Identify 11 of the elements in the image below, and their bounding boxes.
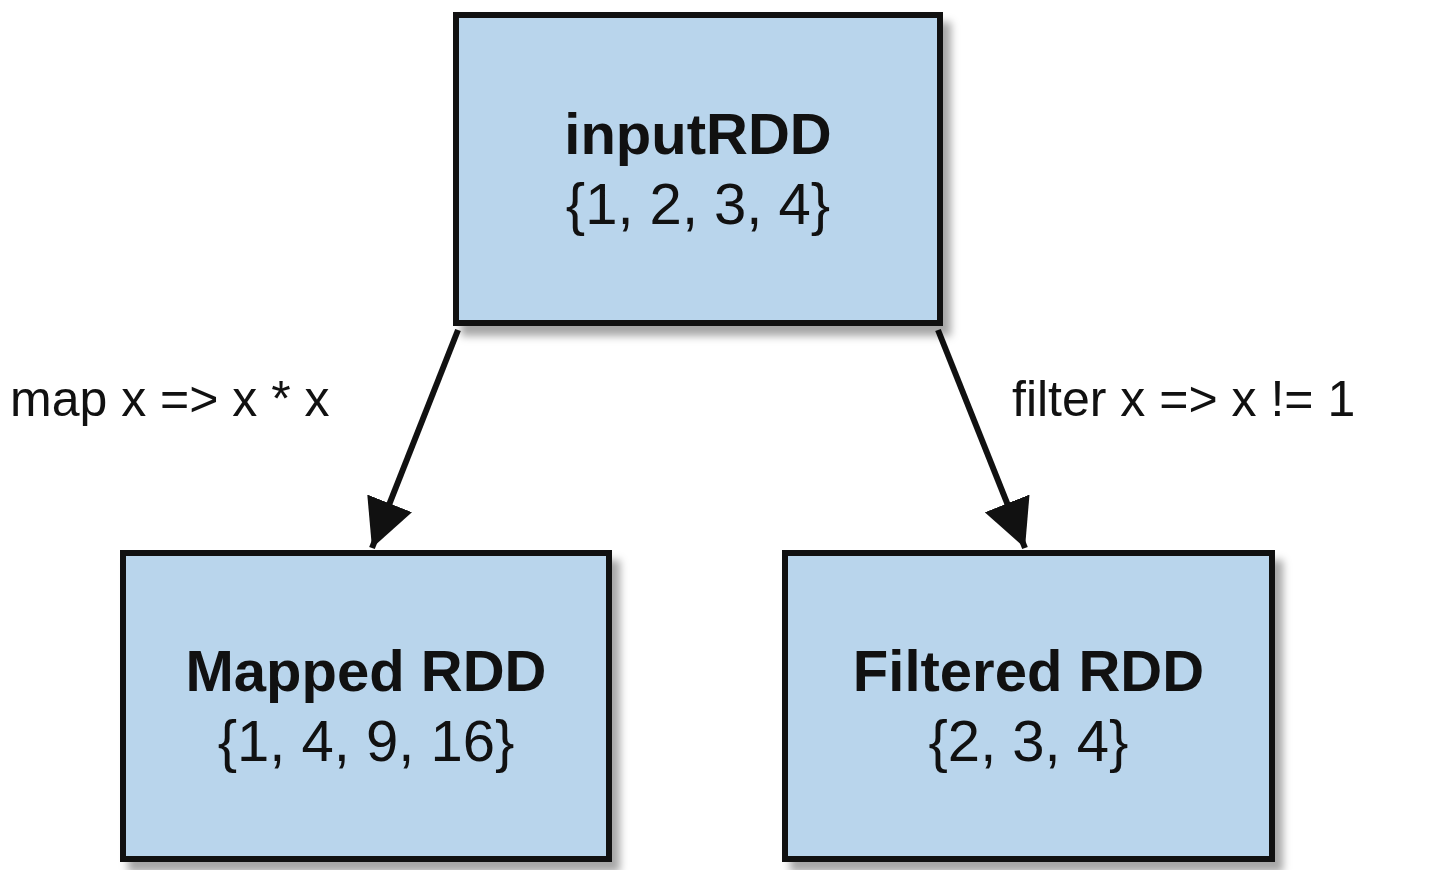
- node-title: inputRDD: [564, 102, 832, 166]
- node-values: {2, 3, 4}: [928, 709, 1129, 773]
- process-box: [782, 550, 1275, 862]
- node-values: {1, 4, 9, 16}: [217, 709, 515, 773]
- node-title: Filtered RDD: [852, 639, 1205, 703]
- node-values: {1, 2, 3, 4}: [565, 172, 831, 236]
- process-box: [453, 12, 943, 326]
- arrow: [367, 328, 461, 550]
- node-title: Mapped RDD: [185, 639, 547, 703]
- arrow: [935, 328, 1030, 550]
- process-box: [120, 550, 612, 862]
